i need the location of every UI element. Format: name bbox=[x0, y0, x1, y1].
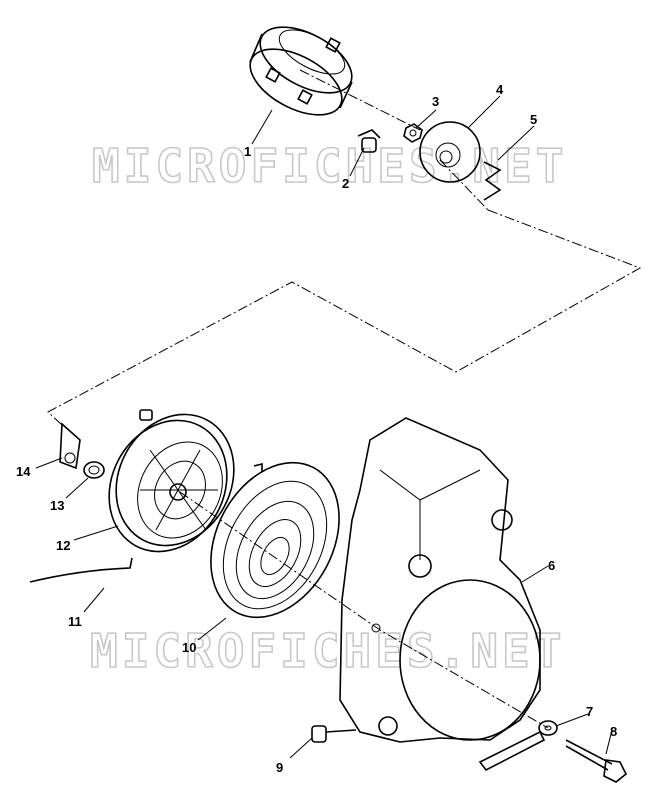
recoil-reel-12 bbox=[108, 409, 235, 553]
collar-13 bbox=[83, 461, 105, 479]
callout-3: 3 bbox=[432, 94, 439, 109]
nut-3 bbox=[403, 123, 423, 143]
center-axis-top bbox=[299, 69, 489, 211]
callout-2: 2 bbox=[342, 176, 349, 191]
callout-9: 9 bbox=[276, 760, 283, 775]
flange-bolt-9 bbox=[311, 725, 357, 743]
bracket-14 bbox=[59, 422, 81, 470]
leader-lines bbox=[35, 95, 613, 759]
starter-cup bbox=[249, 26, 353, 116]
callout-6: 6 bbox=[548, 558, 555, 573]
callout-10: 10 bbox=[182, 640, 196, 655]
callout-7: 7 bbox=[586, 704, 593, 719]
washer-7 bbox=[478, 720, 558, 772]
callout-1: 1 bbox=[244, 144, 251, 159]
starter-housing-6 bbox=[339, 417, 541, 743]
callout-5: 5 bbox=[530, 112, 537, 127]
callout-11: 11 bbox=[68, 614, 82, 629]
watermark-top: MICROFICHES.NET bbox=[92, 139, 567, 193]
recoil-spring-10 bbox=[210, 461, 340, 619]
callout-13: 13 bbox=[50, 498, 64, 513]
starter-rope-11 bbox=[29, 557, 133, 583]
callout-4: 4 bbox=[496, 82, 504, 97]
assembly-outline bbox=[47, 209, 642, 426]
spring-clip-5 bbox=[483, 161, 502, 201]
watermark-bottom: MICROFICHES.NET bbox=[90, 624, 565, 678]
center-axis-bottom bbox=[179, 491, 549, 729]
callout-8: 8 bbox=[610, 724, 617, 739]
callout-12: 12 bbox=[56, 538, 70, 553]
flange-bolt-2 bbox=[357, 129, 381, 153]
drive-plate-4 bbox=[419, 121, 481, 183]
callout-14: 14 bbox=[16, 464, 31, 479]
long-bolt-8 bbox=[565, 739, 628, 783]
